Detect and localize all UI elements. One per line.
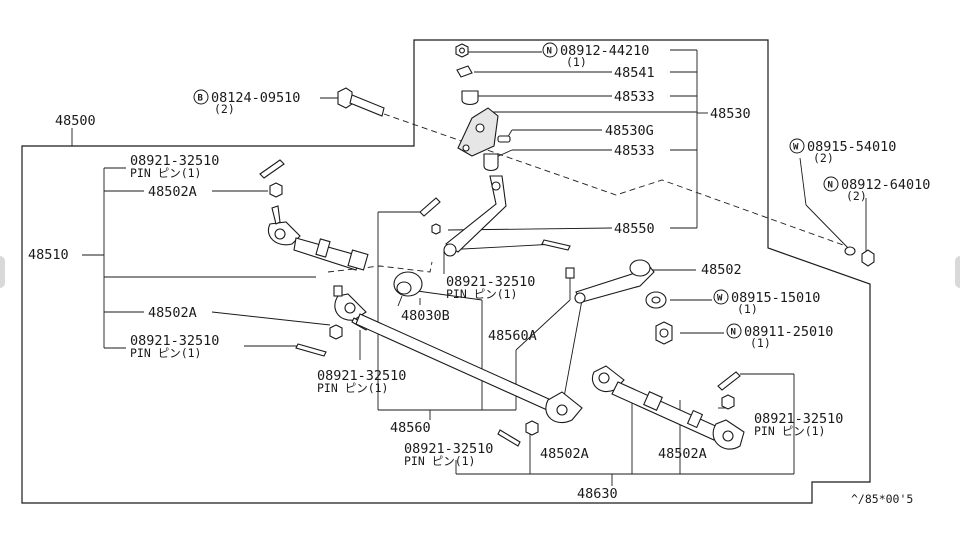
part-labels: 48500 48510 48530 48630 48560 48560A 480… — [28, 43, 930, 506]
label-pin-mid-left-sub: PIN ピン(1) — [130, 346, 201, 360]
label-48560a: 48560A — [488, 328, 537, 344]
label-pin-bottom-center: 08921-32510 — [404, 441, 493, 457]
label-48030b: 48030B — [401, 308, 450, 324]
label-08912-44210-qty: (1) — [566, 55, 587, 69]
callout-symbols: N B W N W N — [193, 42, 839, 339]
label-48560: 48560 — [390, 420, 431, 436]
svg-text:W: W — [717, 294, 723, 304]
washer-symbol-icon — [789, 138, 805, 154]
label-48533-lower: 48533 — [614, 143, 655, 159]
nut-symbol-icon — [542, 42, 558, 58]
label-08124-09510: 08124-09510 — [211, 90, 300, 106]
assembly-frame-48500 — [21, 39, 871, 504]
label-48502a-bottom-center: 48502A — [540, 446, 589, 462]
label-pin-lower-center-sub: PIN ピン(1) — [317, 381, 388, 395]
label-pin-top-left: 08921-32510 — [130, 153, 219, 169]
label-48533-upper: 48533 — [614, 89, 655, 105]
label-08911-25010-qty: (1) — [750, 336, 771, 350]
label-08912-64010: 08912-64010 — [841, 177, 930, 193]
label-08911-25010: 08911-25010 — [744, 324, 833, 340]
label-48502a-bottom-right: 48502A — [658, 446, 707, 462]
label-48530g: 48530G — [605, 123, 654, 139]
nut-symbol-icon — [823, 176, 839, 192]
nut-symbol-icon — [726, 323, 742, 339]
label-08915-54010: 08915-54010 — [807, 139, 896, 155]
part-drawings — [259, 43, 875, 450]
label-08912-64010-qty: (2) — [846, 189, 867, 203]
label-08912-44210: 08912-44210 — [560, 43, 649, 59]
label-08915-15010: 08915-15010 — [731, 290, 820, 306]
svg-text:B: B — [198, 94, 204, 104]
label-48550: 48550 — [614, 221, 655, 237]
label-08124-09510-qty: (2) — [214, 102, 235, 116]
svg-text:N: N — [828, 181, 833, 191]
label-pin-right-sub: PIN ピン(1) — [754, 424, 825, 438]
label-48502a-mid: 48502A — [148, 305, 197, 321]
footer-code: ^/85*00'5 — [851, 492, 913, 506]
label-48502-right: 48502 — [701, 262, 742, 278]
label-48502a-top: 48502A — [148, 184, 197, 200]
label-48510: 48510 — [28, 247, 69, 263]
bolt-symbol-icon — [193, 89, 209, 105]
label-pin-mid-left: 08921-32510 — [130, 333, 219, 349]
label-pin-center-sub: PIN ピン(1) — [446, 287, 517, 301]
left-edge-handle — [0, 256, 5, 288]
label-pin-top-left-sub: PIN ピン(1) — [130, 166, 201, 180]
label-08915-15010-qty: (1) — [737, 302, 758, 316]
label-08915-54010-qty: (2) — [813, 151, 834, 165]
svg-text:N: N — [547, 47, 552, 57]
label-48541: 48541 — [614, 65, 655, 81]
washer-symbol-icon — [713, 289, 729, 305]
right-edge-handle — [955, 256, 960, 288]
svg-text:N: N — [731, 328, 736, 338]
label-pin-lower-center: 08921-32510 — [317, 368, 406, 384]
label-48530: 48530 — [710, 106, 751, 122]
label-48630: 48630 — [577, 486, 618, 502]
svg-text:W: W — [793, 143, 799, 153]
label-pin-center: 08921-32510 — [446, 274, 535, 290]
hidden-line-frame-mount — [383, 113, 847, 247]
label-pin-right: 08921-32510 — [754, 411, 843, 427]
label-48500: 48500 — [55, 113, 96, 129]
leader-lines — [71, 49, 867, 486]
label-pin-bottom-center-sub: PIN ピン(1) — [404, 454, 475, 468]
